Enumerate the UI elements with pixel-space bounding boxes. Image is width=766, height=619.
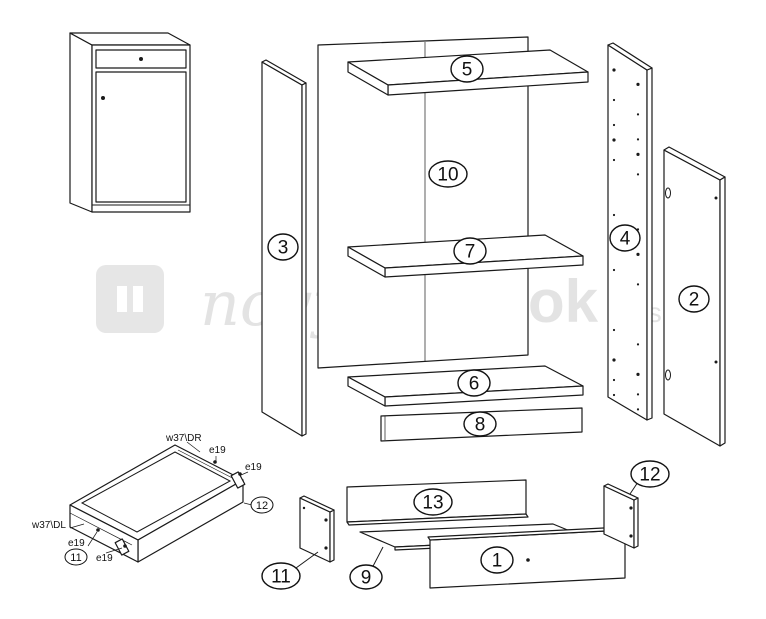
drill-hole (612, 393, 616, 397)
drill-hole (636, 113, 640, 116)
drill-hole (612, 268, 616, 272)
part-badge-10: 10 (428, 160, 468, 188)
part-badge-7-label: 7 (465, 242, 476, 263)
drill-hole (612, 68, 616, 72)
part-badge-3-label: 3 (278, 238, 289, 259)
drill-hole (636, 283, 640, 286)
drawer-detail-part-11-label: 11 (70, 552, 81, 564)
drill-hole (612, 328, 616, 332)
part-badge-5: 5 (450, 55, 484, 83)
part-badge-1-label: 1 (492, 551, 503, 572)
drill-hole (636, 372, 640, 376)
part-badge-11-label: 11 (271, 567, 291, 588)
part-badge-7: 7 (453, 237, 487, 265)
drill-hole (612, 378, 616, 382)
part-badge-2: 2 (678, 285, 710, 313)
part-badge-2-label: 2 (689, 290, 700, 311)
drill-hole (612, 213, 616, 217)
drawer-detail-part-11 (64, 548, 88, 566)
part-badge-1: 1 (480, 546, 514, 574)
drill-hole (636, 82, 640, 86)
part-badge-5-label: 5 (462, 60, 473, 81)
part-badge-8-label: 8 (475, 415, 486, 436)
part-drawer-front (427, 526, 626, 589)
drill-hole (636, 173, 640, 176)
drill-hole (636, 252, 640, 256)
part-badge-6: 6 (457, 369, 491, 397)
part-badge-13: 13 (413, 488, 453, 516)
drill-hole (636, 408, 640, 411)
part-badge-8: 8 (463, 411, 497, 437)
drill-hole (612, 358, 616, 362)
part-badge-9: 9 (349, 564, 383, 590)
part-badge-12-label: 12 (639, 465, 660, 486)
part-number-badges: 1 2 3 4 5 6 7 8 (261, 55, 710, 590)
drill-hole (612, 98, 616, 102)
part-drawer-side-right (603, 483, 639, 549)
drill-hole (636, 393, 640, 396)
part-badge-12: 12 (630, 460, 670, 488)
fitting-label-3: e19 (68, 538, 85, 549)
drill-hole (612, 158, 616, 162)
watermark-logo-box (96, 265, 164, 333)
fitting-label-4: e19 (96, 553, 113, 564)
part-badge-3: 3 (267, 233, 299, 261)
drill-hole (612, 138, 616, 142)
drill-hole (636, 152, 640, 156)
part-badge-13-label: 13 (422, 493, 443, 514)
part-badge-4: 4 (609, 224, 641, 252)
part-badge-10-label: 10 (437, 165, 458, 186)
part-badge-9-label: 9 (361, 568, 372, 589)
drill-hole (612, 123, 616, 127)
fitting-label-2: e19 (245, 462, 262, 473)
assembled-cabinet-preview (69, 32, 191, 213)
part-drawer-side-left (299, 495, 335, 563)
drawer-detail-part-12 (250, 496, 274, 514)
part-badge-6-label: 6 (469, 374, 480, 395)
drill-hole (636, 343, 640, 346)
drawer-detail-part-12-label: 12 (256, 500, 268, 512)
rail-right-label: w37\DR (165, 433, 202, 444)
drill-hole (636, 138, 640, 141)
part-back-panel (317, 36, 529, 369)
fitting-label-1: e19 (209, 445, 226, 456)
part-bottom-panel (347, 365, 584, 407)
part-badge-4-label: 4 (620, 229, 631, 250)
drawer-detail: w37\DR e19 e19 w37\DL e19 e19 12 11 (31, 433, 274, 566)
part-badge-11: 11 (261, 562, 301, 590)
rail-left-label: w37\DL (31, 520, 66, 531)
